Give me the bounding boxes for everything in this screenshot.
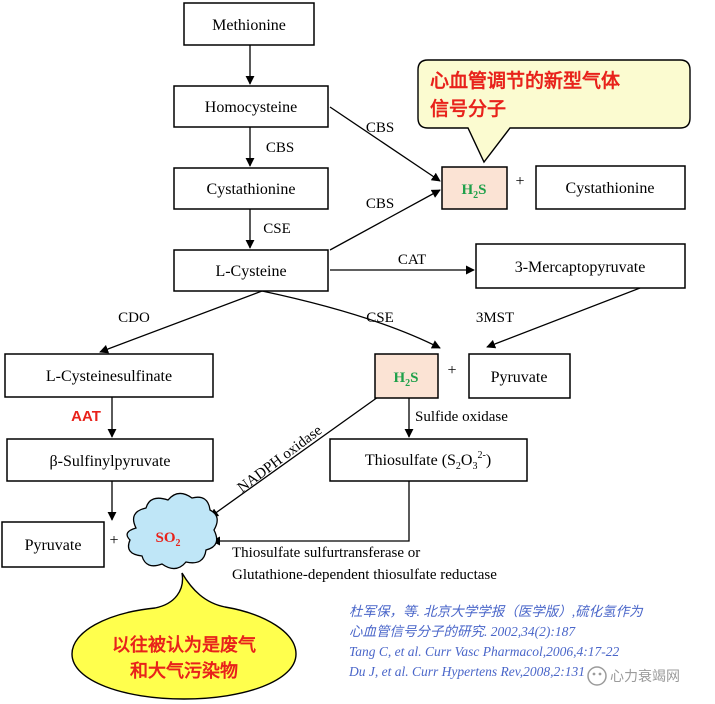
node-h2s-top: H2S — [441, 166, 508, 210]
node-so2-label: SO2 — [155, 530, 180, 549]
node-h2s-top-label: H2S — [461, 182, 486, 201]
watermark-text: 心力衰竭网 — [610, 668, 680, 685]
arrow-h2s-so2-nadph — [209, 396, 379, 518]
reference-line-3: Tang C, et al. Curr Vasc Pharmacol,2006,… — [349, 644, 620, 659]
node-h2s-mid-label: H2S — [393, 370, 418, 389]
node-homocysteine-label: Homocysteine — [205, 99, 297, 116]
references: 杜军保，等. 北京大学学报（医学版）,硫化氢作为 心血管信号分子的研究. 200… — [348, 604, 644, 679]
connectors — [99, 45, 641, 546]
so2-cloud-shape — [126, 492, 218, 570]
node-l-cysteine-label: L-Cysteine — [215, 263, 286, 280]
callout-top: 心血管调节的新型气体 信号分子 — [417, 59, 691, 164]
h2s-top-box — [441, 166, 508, 210]
node-l-cysteine: L-Cysteine — [173, 249, 329, 292]
watermark-logo-icon — [587, 666, 607, 686]
node-cysteinesulfinate-label: L-Cysteinesulfinate — [46, 368, 172, 385]
reference-line-2: 心血管信号分子的研究. 2002,34(2):187 — [349, 624, 576, 639]
arrow-homocysteine-h2s — [329, 106, 441, 182]
node-cystathionine-left-label: Cystathionine — [207, 181, 296, 198]
plus-sign-middle: + — [447, 362, 456, 379]
node-h2s-mid: H2S — [374, 353, 439, 399]
node-homocysteine: Homocysteine — [173, 85, 329, 128]
edge-label-cdo: CDO — [118, 310, 150, 326]
callout-top-line1: 心血管调节的新型气体 — [430, 69, 621, 92]
callout-bottom-shape — [71, 572, 297, 700]
node-cystathionine-right-label: Cystathionine — [566, 180, 655, 197]
node-cysteinesulfinate: L-Cysteinesulfinate — [4, 353, 214, 398]
node-pyruvate-left: Pyruvate — [1, 521, 105, 568]
plus-sign-bottom: + — [109, 532, 118, 549]
arrow-mercaptopyruvate-h2s-mid — [486, 287, 641, 349]
callout-top-line2: 信号分子 — [430, 97, 506, 120]
node-cystathionine-right: Cystathionine — [535, 165, 686, 210]
node-thiosulfate: Thiosulfate (S2O32-) — [329, 438, 528, 482]
watermark: 心力衰竭网 — [587, 666, 680, 686]
edge-label-thiosulfate-enzyme-line1: Thiosulfate sulfurtransferase or — [232, 545, 420, 561]
node-methionine-label: Methionine — [212, 17, 286, 34]
edge-label-cbs-2: CBS — [266, 140, 294, 156]
callout-top-shape — [417, 59, 691, 164]
node-pyruvate-right: Pyruvate — [468, 353, 571, 399]
edge-label-cbs-3: CBS — [366, 196, 394, 212]
edge-label-thiosulfate-enzyme-line2: Glutathione-dependent thiosulfate reduct… — [232, 567, 497, 583]
node-sulfinylpyruvate: β-Sulfinylpyruvate — [6, 438, 214, 482]
arrow-lcysteine-cysteinesulfinate — [99, 290, 263, 354]
node-so2-cloud: SO2 — [126, 492, 218, 570]
node-mercaptopyruvate: 3-Mercaptopyruvate — [475, 243, 686, 289]
edge-label-aat: AAT — [71, 408, 101, 425]
arrow-lcysteine-h2s-mid — [261, 290, 441, 349]
edge-label-cbs-1: CBS — [366, 120, 394, 136]
node-methionine: Methionine — [183, 2, 315, 46]
node-pyruvate-right-label: Pyruvate — [491, 369, 548, 386]
callout-bottom-line1: 以往被认为是废气 — [112, 634, 256, 656]
reference-line-1: 杜军保，等. 北京大学学报（医学版）,硫化氢作为 — [349, 604, 644, 619]
edge-label-cse-2: CSE — [366, 310, 394, 326]
plus-sign-top: + — [515, 173, 524, 190]
arrow-thiosulfate-so2 — [211, 481, 410, 546]
reference-line-4: Du J, et al. Curr Hypertens Rev,2008,2:1… — [348, 664, 585, 679]
node-mercaptopyruvate-label: 3-Mercaptopyruvate — [515, 259, 646, 276]
edge-label-nadph-oxidase: NADPH oxidase — [235, 422, 326, 496]
edge-label-3mst: 3MST — [476, 310, 514, 326]
edge-label-cse-1: CSE — [263, 221, 291, 237]
arrow-lcysteine-h2s — [329, 189, 441, 251]
node-cystathionine-left: Cystathionine — [173, 167, 329, 210]
edge-label-cat: CAT — [398, 252, 426, 268]
h2s-mid-box — [374, 353, 439, 399]
callout-bottom-line2: 和大气污染物 — [130, 660, 238, 682]
node-sulfinylpyruvate-label: β-Sulfinylpyruvate — [49, 453, 170, 470]
node-pyruvate-left-label: Pyruvate — [25, 537, 82, 554]
node-thiosulfate-label: Thiosulfate (S2O32-) — [365, 450, 491, 472]
callout-bottom: 以往被认为是废气 和大气污染物 — [71, 572, 297, 700]
edge-label-sulfide-oxidase: Sulfide oxidase — [415, 409, 508, 425]
